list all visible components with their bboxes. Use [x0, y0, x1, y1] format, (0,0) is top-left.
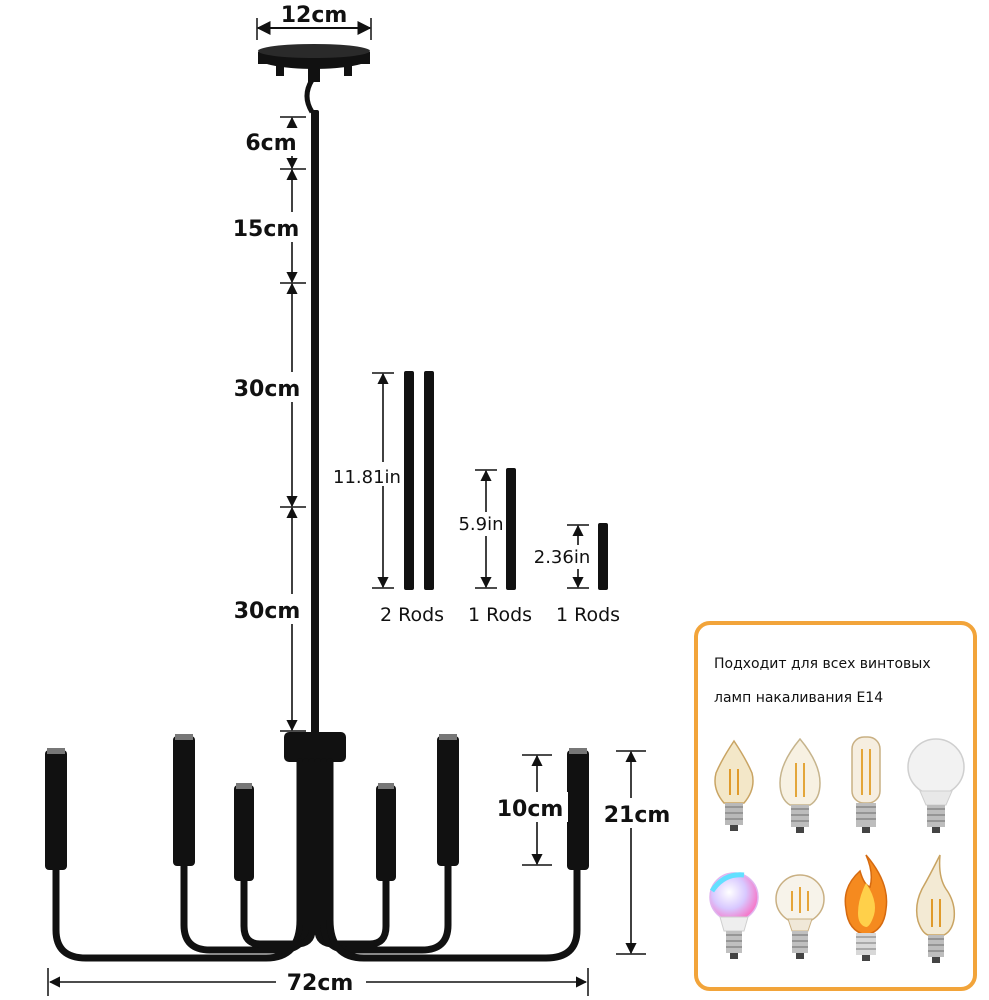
rod-length-label-1: 11.81in [333, 467, 401, 488]
segment-6cm-label: 6cm [245, 131, 296, 156]
total-width-dimension: 72cm [47, 968, 589, 996]
candle-tip-filament-bulb-icon [714, 739, 754, 831]
vertical-dimensions [280, 116, 306, 732]
compatible-bulbs-panel: Подходит для всех винтовых ламп накалива… [694, 621, 977, 991]
compatibility-line-2: ламп накаливания E14 [714, 690, 884, 706]
rod-qty-label-3: 1 Rods [556, 604, 620, 626]
globe-filament-bulb-icon [775, 874, 825, 959]
globe-led-bulb-icon [907, 738, 965, 833]
canopy-width-dimension: 12cm [256, 3, 372, 40]
ceiling-canopy [258, 44, 370, 114]
spare-rods: 11.81in 2 Rods 5.9in 1 Rods 2.36in 1 Rod… [333, 371, 620, 626]
flame-effect-bulb-icon [844, 854, 888, 961]
chandelier-arms [52, 732, 581, 962]
segment-30cm-label-1: 30cm [234, 377, 301, 402]
canopy-width-label: 12cm [281, 3, 348, 28]
fixture-height-dimension: 21cm [596, 750, 676, 955]
bulb-icons-grid [709, 736, 965, 963]
rod-group-2in: 2.36in 1 Rods [530, 523, 620, 626]
arm-height-label: 10cm [497, 797, 564, 822]
vertical-dimension-labels: 6cm 15cm 30cm 30cm [226, 128, 308, 624]
rod-group-11in: 11.81in 2 Rods [333, 371, 444, 626]
bent-tip-filament-bulb-icon [915, 854, 956, 963]
arm-height-dimension: 10cm [492, 754, 568, 866]
candle-filament-bulb-icon [779, 737, 821, 833]
compatibility-line-1: Подходит для всех винтовых [714, 656, 931, 672]
compatibility-note: Подходит для всех винтовых ламп накалива… [714, 647, 974, 715]
rod-qty-label-1: 2 Rods [380, 604, 444, 626]
fixture-height-label: 21cm [604, 803, 671, 828]
rod-qty-label-2: 1 Rods [468, 604, 532, 626]
rod-group-5in: 5.9in 1 Rods [455, 468, 532, 626]
tubular-filament-bulb-icon [851, 736, 881, 833]
main-rod [311, 110, 319, 738]
segment-30cm-label-2: 30cm [234, 599, 301, 624]
rod-length-label-2: 5.9in [458, 514, 503, 535]
total-width-label: 72cm [287, 971, 354, 996]
rod-length-label-3: 2.36in [534, 547, 591, 568]
candle-sleeves [45, 734, 589, 881]
segment-15cm-label: 15cm [233, 217, 300, 242]
rgb-led-bulb-icon [709, 872, 759, 959]
